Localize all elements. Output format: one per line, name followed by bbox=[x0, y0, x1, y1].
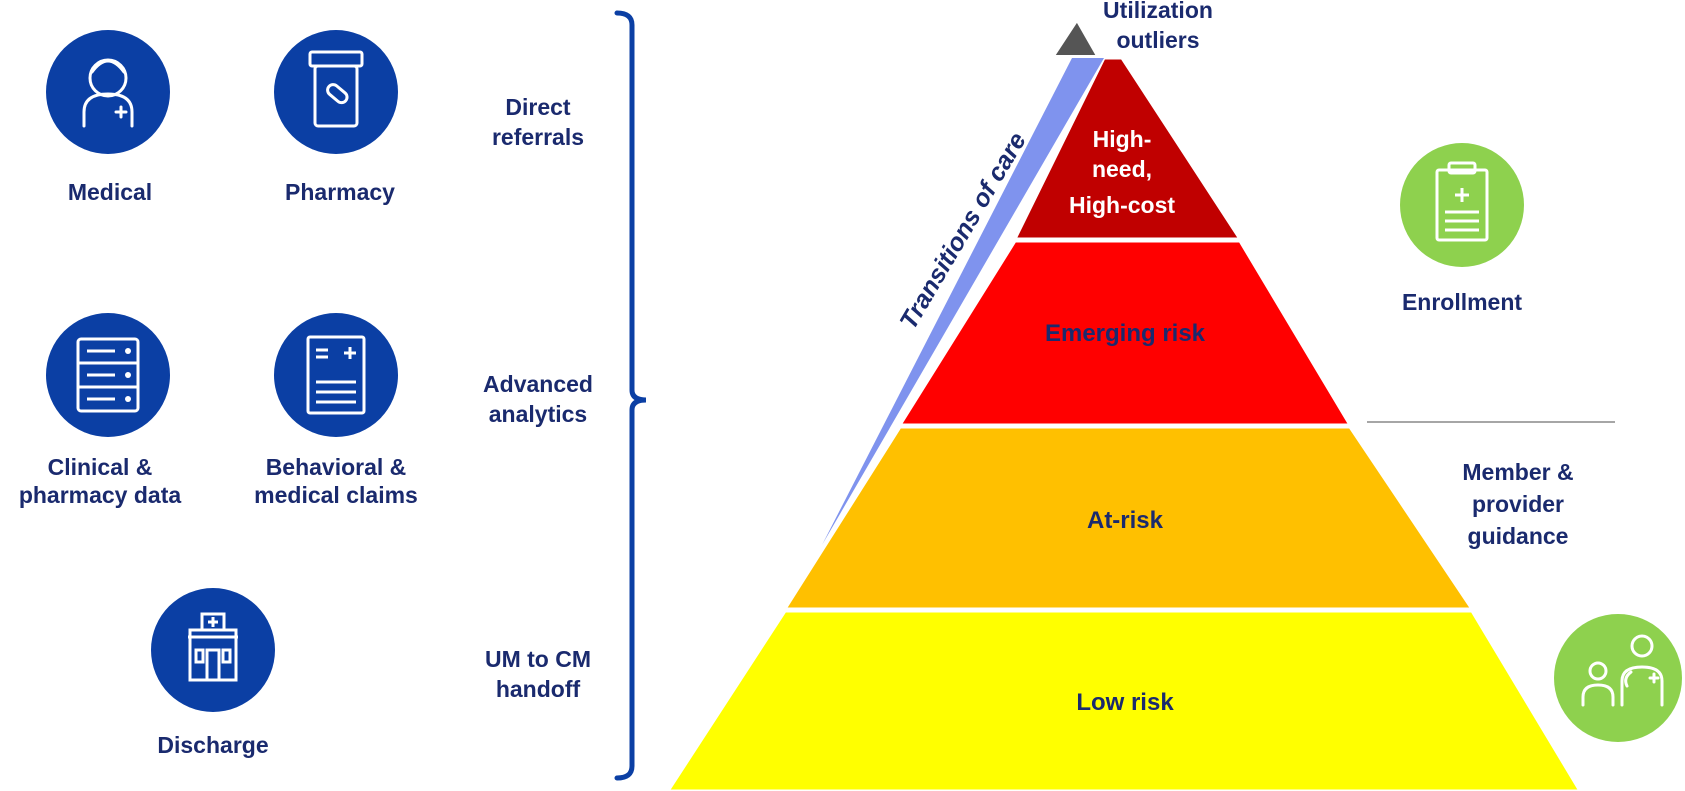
source-label-behavioral-2: medical claims bbox=[254, 482, 418, 508]
clipboard-icon bbox=[1400, 143, 1524, 267]
label-outliers-1: Utilization bbox=[1103, 0, 1213, 23]
channel-direct-referrals: Direct referrals bbox=[492, 94, 584, 150]
label-at-risk: At-risk bbox=[1087, 507, 1164, 534]
tier-emerging-risk bbox=[897, 239, 1353, 427]
source-label-pharmacy: Pharmacy bbox=[285, 179, 395, 205]
source-label-behavioral-1: Behavioral & bbox=[266, 454, 407, 480]
outcome-label-guidance-2: provider bbox=[1472, 491, 1564, 517]
pill-bottle-icon bbox=[274, 30, 398, 154]
outcome-enrollment: Enrollment bbox=[1400, 143, 1524, 315]
member-provider-icon bbox=[1554, 614, 1682, 742]
label-low-risk: Low risk bbox=[1076, 689, 1174, 716]
transitions-of-care-band bbox=[822, 58, 1104, 545]
risk-pyramid: Utilization outliers High- need, High-co… bbox=[666, 0, 1582, 791]
source-discharge: Discharge bbox=[151, 588, 275, 758]
channel-handoff-2: handoff bbox=[496, 676, 581, 702]
label-high-need-3: High-cost bbox=[1069, 192, 1175, 218]
channel-advanced-analytics: Advanced analytics bbox=[483, 371, 593, 427]
outcome-guidance: Member & provider guidance bbox=[1462, 459, 1682, 742]
nurse-icon bbox=[46, 30, 170, 154]
source-label-clinical-2: pharmacy data bbox=[19, 482, 182, 508]
source-label-clinical-1: Clinical & bbox=[48, 454, 153, 480]
channel-direct-1: Direct bbox=[505, 94, 571, 120]
source-label-medical: Medical bbox=[68, 179, 152, 205]
channel-um-cm-handoff: UM to CM handoff bbox=[485, 646, 591, 702]
channel-handoff-1: UM to CM bbox=[485, 646, 591, 672]
source-clinical: Clinical & pharmacy data bbox=[19, 313, 182, 508]
outcome-label-enrollment: Enrollment bbox=[1402, 289, 1522, 315]
label-high-need-2: need, bbox=[1092, 156, 1152, 182]
tier-utilization-outliers bbox=[1052, 19, 1099, 57]
source-pharmacy: Pharmacy bbox=[274, 30, 398, 205]
label-outliers-2: outliers bbox=[1116, 27, 1199, 53]
tier-low-risk bbox=[666, 609, 1582, 791]
tier-at-risk bbox=[782, 425, 1475, 611]
source-behavioral: Behavioral & medical claims bbox=[254, 313, 418, 508]
claims-document-icon bbox=[274, 313, 398, 437]
channel-analytics-1: Advanced bbox=[483, 371, 593, 397]
outcome-label-guidance-3: guidance bbox=[1468, 523, 1569, 549]
tier-high-need bbox=[1012, 56, 1243, 241]
outcome-label-guidance-1: Member & bbox=[1462, 459, 1573, 485]
channel-direct-2: referrals bbox=[492, 124, 584, 150]
bracket bbox=[614, 10, 647, 781]
source-medical: Medical bbox=[46, 30, 170, 205]
label-high-need-1: High- bbox=[1093, 126, 1152, 152]
channel-analytics-2: analytics bbox=[489, 401, 587, 427]
source-label-discharge: Discharge bbox=[157, 732, 268, 758]
label-emerging-risk: Emerging risk bbox=[1045, 320, 1206, 347]
